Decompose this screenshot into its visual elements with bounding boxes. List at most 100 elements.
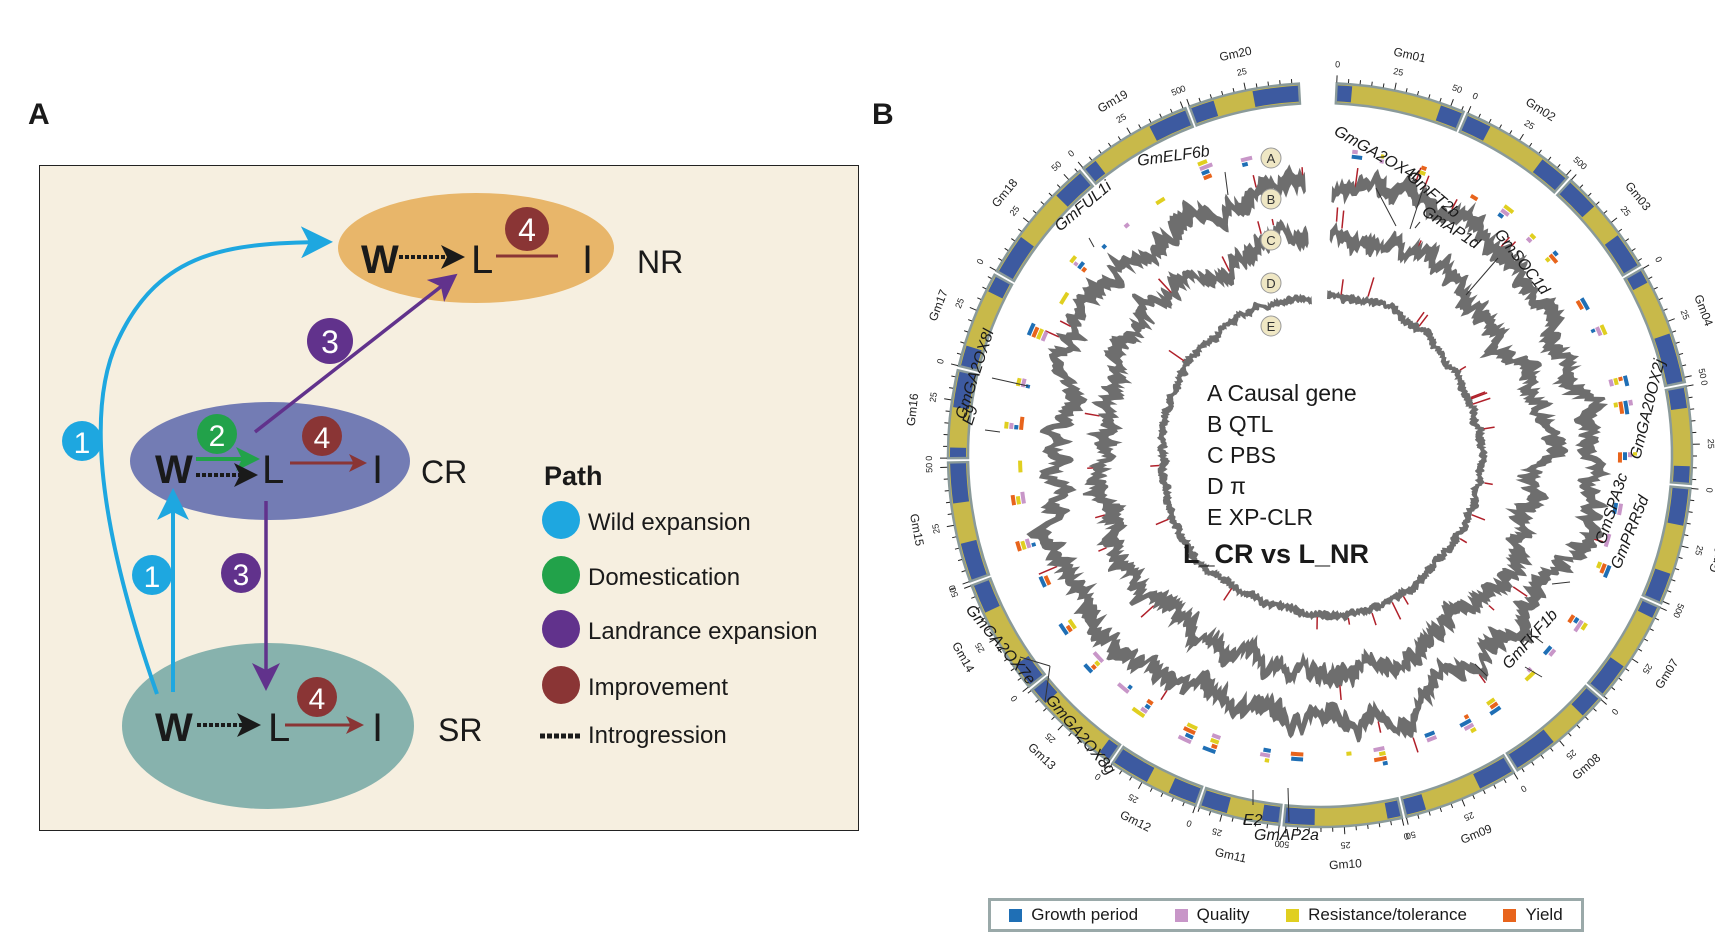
tick-label: 25 — [1392, 66, 1404, 78]
svg-text:Landrance expansion: Landrance expansion — [588, 618, 818, 645]
legend-resistance: Resistance/tolerance — [1286, 905, 1467, 925]
qtl-cluster — [1123, 222, 1130, 229]
tick-label: 50 — [947, 586, 960, 599]
track-badge-d: D — [1260, 272, 1282, 294]
qtl-cluster — [1608, 375, 1630, 387]
track-key-b: B QTL — [1207, 411, 1274, 437]
tick-label: 0 — [924, 456, 934, 461]
qtl-cluster — [1590, 324, 1608, 337]
landrace-expansion-arrow-cr-to-nr — [253, 273, 458, 434]
tick-label: 0 — [1093, 771, 1103, 782]
tick-label: 0 — [1185, 818, 1193, 829]
qtl-cluster — [1004, 416, 1025, 430]
track-key-c: C PBS — [1207, 442, 1276, 468]
tick-label: 0 — [1403, 831, 1410, 842]
tick-label: 25 — [1619, 204, 1633, 218]
quality-swatch — [1174, 908, 1188, 922]
qtl-cluster — [1524, 666, 1536, 682]
growth-period-swatch — [1009, 908, 1023, 922]
chromosome-label: Gm14 — [949, 639, 977, 675]
svg-text:Improvement: Improvement — [588, 674, 728, 701]
selection-tracks — [1026, 164, 1612, 753]
wild-expansion-arrow-sr-to-nr — [98, 226, 333, 695]
chromosome-label: Gm15 — [907, 512, 927, 547]
chromosome-label: Gm20 — [1218, 44, 1253, 65]
track-badge-a: A — [1260, 147, 1282, 169]
qtl-cluster — [1026, 322, 1049, 342]
legend-item-introgression: Introgression — [540, 722, 727, 749]
tick-label: 0 — [1009, 693, 1020, 703]
qtl-cluster — [1613, 399, 1634, 415]
svg-text:E: E — [1267, 319, 1276, 334]
chromosome-label: Gm01 — [1392, 45, 1427, 66]
tick-label: 0 — [1519, 783, 1528, 794]
legend-item-domestication: Domestication — [542, 556, 740, 594]
tick-label: 50 — [1049, 159, 1063, 173]
tick-label: 25 — [1114, 111, 1128, 125]
qtl-cluster — [1155, 196, 1166, 206]
qtl-cluster — [1101, 243, 1108, 250]
qtl-cluster — [1059, 291, 1070, 305]
resistance-swatch — [1286, 908, 1300, 922]
chromosome-label: Gm04 — [1691, 293, 1715, 329]
cr-region-label: CR — [421, 454, 467, 490]
badge-wild-expansion-2: 1 — [132, 555, 172, 595]
nr-node-l: L — [471, 238, 493, 282]
chromosome-label: Gm06 — [1706, 539, 1715, 574]
qtl-cluster — [1010, 491, 1026, 506]
svg-text:4: 4 — [309, 683, 326, 716]
sr-region-label: SR — [438, 712, 482, 748]
sr-node-l: L — [268, 706, 290, 750]
legend-item-improvement: Improvement — [542, 666, 728, 704]
svg-text:GmAP2a: GmAP2a — [1254, 827, 1319, 844]
region-sr-ellipse — [122, 643, 414, 809]
path-legend-title: Path — [544, 461, 603, 491]
chromosome-Gm05: 025Gm05 — [1664, 379, 1715, 486]
comparison-label: L_CR vs L_NR — [1183, 539, 1369, 569]
tick-label: 0 — [1471, 91, 1480, 102]
pbs-track — [1026, 164, 1612, 753]
pi-track — [1082, 207, 1569, 700]
qtl-cluster — [1497, 204, 1515, 219]
qtl-cluster — [1486, 697, 1502, 716]
svg-text:A: A — [1267, 151, 1276, 166]
panel-b-label: B — [872, 98, 894, 131]
chromosome-label: Gm11 — [1214, 845, 1248, 866]
chromosome-label: Gm17 — [926, 287, 951, 323]
svg-text:3: 3 — [233, 559, 250, 592]
gene-gmelf6b: GmELF6b — [1136, 143, 1229, 196]
svg-text:4: 4 — [518, 212, 536, 248]
qtl-track — [1004, 149, 1638, 766]
tick-label: 25 — [1236, 66, 1248, 78]
badge-improvement-nr: 4 — [505, 207, 549, 251]
qtl-cluster — [1525, 233, 1537, 244]
legend-growth-period: Growth period — [1009, 905, 1138, 925]
track-badge-e: E — [1260, 315, 1282, 337]
xpclr-track — [1150, 277, 1495, 630]
qtl-cluster — [1459, 714, 1477, 734]
legend-item-wild-expansion: Wild expansion — [542, 501, 751, 539]
tick-label: 25 — [1679, 308, 1692, 321]
tick-label: 0 — [1179, 83, 1187, 94]
tick-label: 25 — [1564, 748, 1578, 762]
qtl-cluster — [1038, 575, 1052, 588]
qtl-cluster — [1567, 614, 1588, 633]
tick-label: 50 — [1279, 839, 1290, 850]
qtl-cluster — [1290, 751, 1304, 762]
qtl-cluster — [1346, 751, 1352, 756]
trait-legend: Growth period Quality Resistance/toleran… — [988, 898, 1584, 932]
qtl-cluster — [1603, 533, 1612, 548]
svg-text:3: 3 — [321, 324, 339, 360]
badge-improvement-cr: 4 — [302, 416, 342, 456]
tick-label: 25 — [928, 391, 939, 402]
qtl-cluster — [1069, 255, 1088, 273]
qtl-cluster — [1424, 730, 1438, 743]
